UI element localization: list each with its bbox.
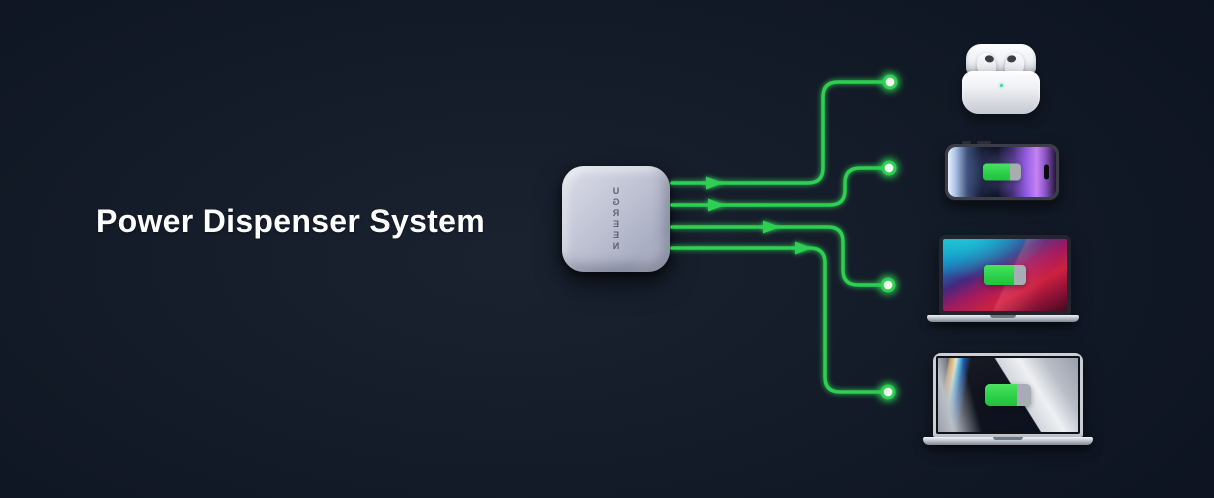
flow-arrow-icon	[763, 220, 780, 234]
iphone-image	[944, 141, 1060, 201]
macbook-16-image	[933, 353, 1083, 437]
macbook-13-image	[939, 235, 1071, 315]
macbook-13-screen	[943, 239, 1067, 311]
battery-fill	[984, 265, 1015, 285]
battery-icon	[983, 163, 1021, 181]
battery-icon	[985, 384, 1031, 406]
battery-icon	[984, 265, 1026, 285]
wire-to-airpods	[670, 80, 885, 185]
airpods-image	[962, 44, 1040, 114]
macbook-16-bezel	[936, 356, 1080, 434]
wire-to-iphone	[670, 166, 884, 207]
flow-arrow-icon	[795, 241, 812, 255]
connection-node-core	[884, 163, 894, 173]
iphone-button	[962, 141, 971, 144]
connection-node-core	[883, 387, 893, 397]
battery-fill	[985, 384, 1018, 406]
charging-led-icon	[1000, 84, 1003, 87]
macbook-16-base	[923, 437, 1093, 445]
flow-arrow-icon	[708, 198, 725, 212]
iphone-screen	[948, 147, 1056, 197]
wire-to-macbook-16	[670, 246, 883, 394]
connection-node-core	[883, 280, 893, 290]
page-title: Power Dispenser System	[96, 203, 485, 239]
airpods-case-body	[962, 71, 1040, 114]
dynamic-island-icon	[1044, 164, 1049, 180]
iphone-button	[977, 141, 991, 144]
macbook-16-screen	[938, 358, 1078, 432]
charger-device: UGREEN	[562, 166, 670, 272]
battery-fill	[983, 163, 1011, 181]
macbook-13-base	[927, 315, 1079, 322]
connection-node-core	[885, 77, 895, 87]
flow-arrow-icon	[706, 176, 723, 190]
wire-to-macbook-13	[670, 225, 883, 287]
